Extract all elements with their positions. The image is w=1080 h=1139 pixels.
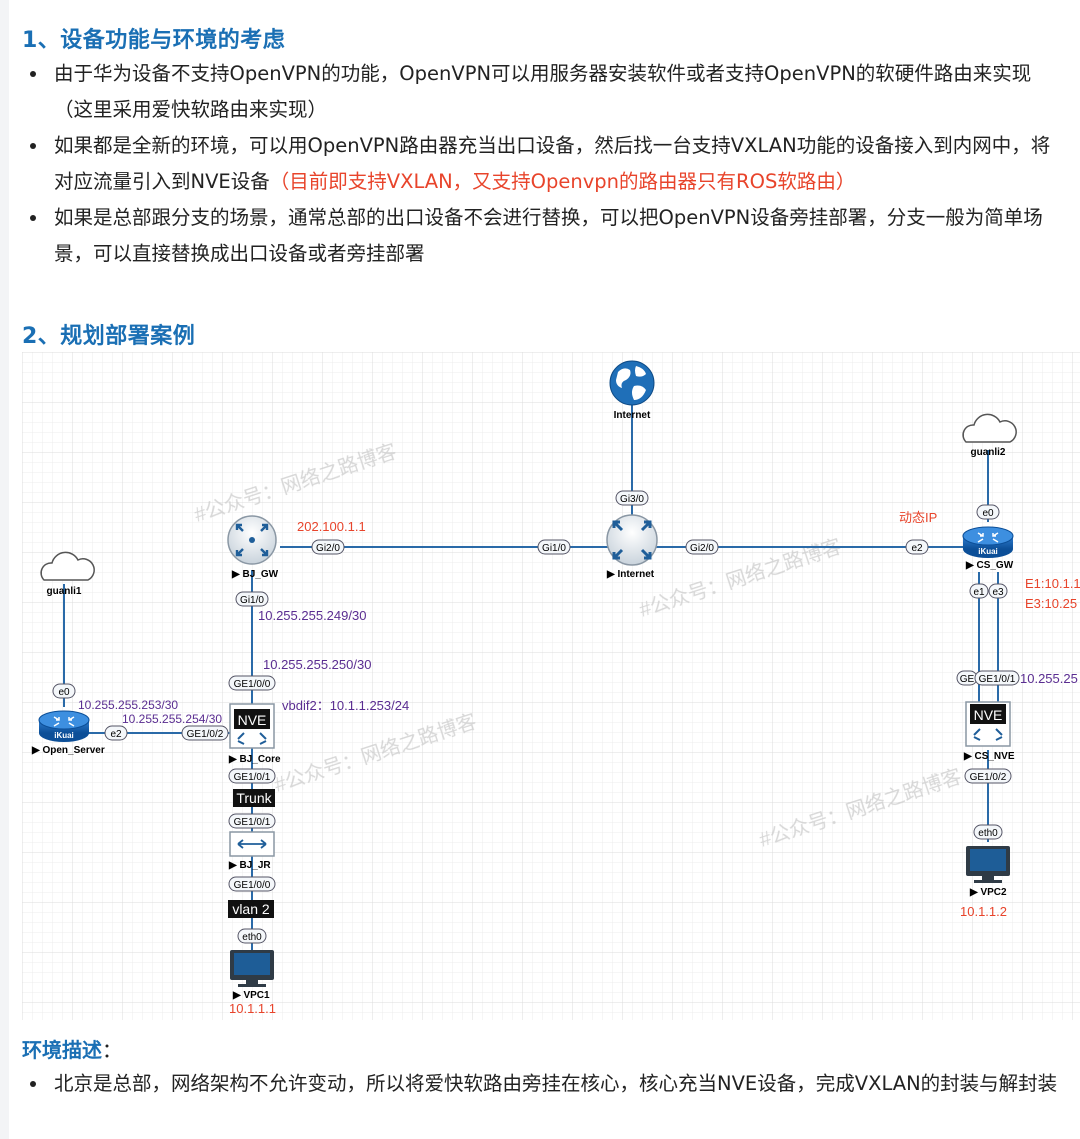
vpc2-ip-label: 10.1.1.2	[960, 904, 1007, 919]
list-item: 如果都是全新的环境，可以用OpenVPN路由器充当出口设备，然后找一台支持VXL…	[24, 128, 1064, 200]
node-label-bj-gw: ▶ BJ_GW	[231, 569, 279, 580]
monitor-icon	[966, 846, 1010, 883]
nve-badge: NVE	[974, 707, 1003, 723]
address-labels: 202.100.1.1 动态IP 10.255.255.249/30 10.25…	[78, 510, 1080, 1016]
cloud-icon	[962, 413, 1017, 443]
node-label-cs-nve: ▶ CS_NVE	[963, 751, 1015, 762]
env-heading: 环境描述	[22, 1038, 102, 1062]
port-label: e2	[110, 729, 122, 740]
env-heading-line: 环境描述：	[22, 1034, 122, 1063]
port-label: e0	[58, 687, 70, 698]
port-label: e3	[992, 587, 1004, 598]
router-icon	[606, 514, 658, 566]
port-label: GE1/0/2	[970, 772, 1007, 783]
list-item: 由于华为设备不支持OpenVPN的功能，OpenVPN可以用服务器安装软件或者支…	[24, 56, 1064, 128]
port-label: eth0	[978, 828, 998, 839]
node-label-cs-gw: ▶ CS_GW	[965, 560, 1014, 571]
port-label: Gi3/0	[620, 494, 644, 505]
node-label-guanli2: guanli2	[970, 447, 1005, 458]
dynamic-ip-label: 动态IP	[899, 510, 937, 525]
router-icon	[227, 515, 277, 565]
bullet-text: 北京是总部，网络架构不允许变动，所以将爱快软路由旁挂在核心，核心充当NVE设备，…	[54, 1072, 1058, 1095]
os-ip-label: 10.255.255.254/30	[122, 712, 222, 726]
port-label: Gi1/0	[542, 543, 566, 554]
bullet-text: 如果是总部跟分支的场景，通常总部的出口设备不会进行替换，可以把OpenVPN设备…	[54, 206, 1043, 265]
globe-icon	[609, 360, 655, 406]
monitor-icon	[230, 950, 274, 987]
port-label: Gi2/0	[690, 543, 714, 554]
section2-heading: 2、规划部署案例	[22, 324, 196, 349]
port-label: e2	[911, 543, 923, 554]
trunk-label: Trunk	[236, 790, 272, 806]
port-label: GE1/0/1	[979, 674, 1016, 685]
bjgw-ip-label: 10.255.255.249/30	[258, 608, 366, 623]
vlan-tag: vlan 2	[228, 900, 274, 918]
core-ip-label: 10.255.255.250/30	[263, 657, 371, 672]
node-label-guanli1: guanli1	[46, 586, 81, 597]
port-label: e0	[982, 508, 994, 519]
network-topology-diagram: #公众号：网络之路博客 #公众号：网络之路博客 #公众号：网络之路博客 #公众号…	[22, 352, 1080, 1020]
ikuai-badge: iKuai	[54, 731, 74, 740]
list-item: 北京是总部，网络架构不允许变动，所以将爱快软路由旁挂在核心，核心充当NVE设备，…	[24, 1066, 1064, 1102]
ikuai-router-icon: iKuai	[38, 710, 90, 742]
cs-e3-label: E3:10.25	[1025, 596, 1077, 611]
env-list: 北京是总部，网络架构不允许变动，所以将爱快软路由旁挂在核心，核心充当NVE设备，…	[24, 1066, 1064, 1102]
trunk-tag: Trunk	[233, 789, 275, 807]
bullet-highlight: （目前即支持VXLAN，又支持Openvpn的路由器只有ROS软路由）	[269, 170, 856, 193]
node-label-internet-cloud: Internet	[614, 410, 651, 421]
port-label: GE	[960, 674, 975, 685]
section1-list: 由于华为设备不支持OpenVPN的功能，OpenVPN可以用服务器安装软件或者支…	[24, 56, 1064, 272]
vbdif-label: vbdif2：10.1.1.253/24	[282, 698, 409, 713]
nve-badge: NVE	[238, 712, 267, 728]
bullet-text: 由于华为设备不支持OpenVPN的功能，OpenVPN可以用服务器安装软件或者支…	[54, 62, 1032, 121]
nve-switch-icon: NVE	[965, 701, 1011, 747]
port-label: Gi1/0	[240, 595, 264, 606]
node-label-internet-router: ▶ Internet	[606, 569, 655, 580]
switch-icon	[229, 831, 275, 857]
nve-switch-icon: NVE	[229, 703, 275, 749]
cloud-icon	[40, 551, 95, 581]
port-label: GE1/0/0	[234, 679, 271, 690]
vpc1-ip-label: 10.1.1.1	[229, 1001, 276, 1016]
node-label-bj-jr: ▶ BJ_JR	[228, 860, 271, 871]
cs-ge-ip-label: 10.255.25	[1020, 671, 1078, 686]
node-label-open-server: ▶ Open_Server	[31, 745, 105, 756]
bullet-text: 如果都是全新的环境，可以用OpenVPN路由器充当出口设备，然后找一台支持VXL…	[54, 134, 1051, 193]
env-colon: ：	[102, 1038, 122, 1062]
port-label: GE1/0/1	[234, 772, 271, 783]
cs-e1-label: E1:10.1.1	[1025, 576, 1080, 591]
port-label: GE1/0/0	[234, 880, 271, 891]
port-label: e1	[973, 587, 985, 598]
vlan-label: vlan 2	[232, 901, 270, 917]
node-label-vpc1: ▶ VPC1	[232, 990, 270, 1001]
ikuai-badge: iKuai	[978, 547, 998, 556]
port-label: Gi2/0	[316, 543, 340, 554]
public-ip-label: 202.100.1.1	[297, 519, 366, 534]
port-label: eth0	[242, 932, 262, 943]
port-label: GE1/0/1	[234, 817, 271, 828]
section1-heading: 1、设备功能与环境的考虑	[22, 28, 286, 53]
port-labels: Gi3/0 Gi1/0 Gi2/0 Gi2/0 Gi1/0 GE1/0/0 GE…	[52, 490, 1020, 944]
port-label: GE1/0/2	[187, 729, 224, 740]
left-rail	[0, 0, 9, 1139]
ikuai-router-icon: iKuai	[962, 526, 1014, 558]
node-label-bj-core: ▶ BJ_Core	[228, 754, 281, 765]
node-label-vpc2: ▶ VPC2	[969, 887, 1007, 898]
os-ip-label: 10.255.255.253/30	[78, 698, 178, 712]
grid-background	[22, 352, 1080, 1020]
list-item: 如果是总部跟分支的场景，通常总部的出口设备不会进行替换，可以把OpenVPN设备…	[24, 200, 1064, 272]
